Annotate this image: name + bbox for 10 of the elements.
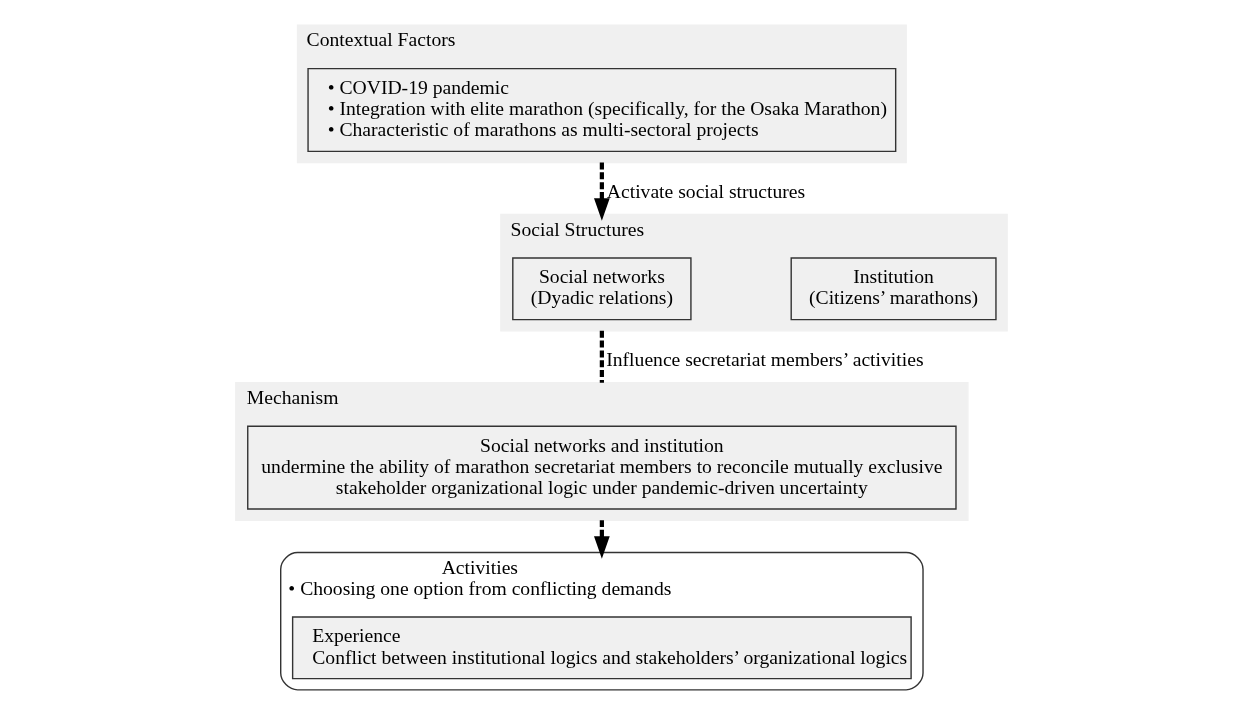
node-box: Experience Conflict between institutional logics and stakeholders’ organizational logics — [291, 616, 912, 680]
node-box: • COVID-19 pandemic • Integration with elite marathon (specifically, for the Osaka Marathon) • Characteristic of marathons as multi-sectoral projects — [307, 67, 897, 153]
edge-label: Activate social structures — [606, 180, 806, 202]
node-box: Social networks and institution undermine the ability of marathon secretariat members to reconcile mutually exclusive stakeholder organizational logic under pandemic-driven uncertainty — [247, 425, 957, 510]
arrow — [594, 162, 610, 221]
edge-label: Influence secretariat members’ activities — [606, 349, 924, 371]
node-box: Institution (Citizens’ marathons) — [790, 257, 997, 321]
arrow — [594, 520, 610, 559]
connector — [599, 330, 604, 383]
node-box: Social networks (Dyadic relations) — [512, 257, 692, 321]
